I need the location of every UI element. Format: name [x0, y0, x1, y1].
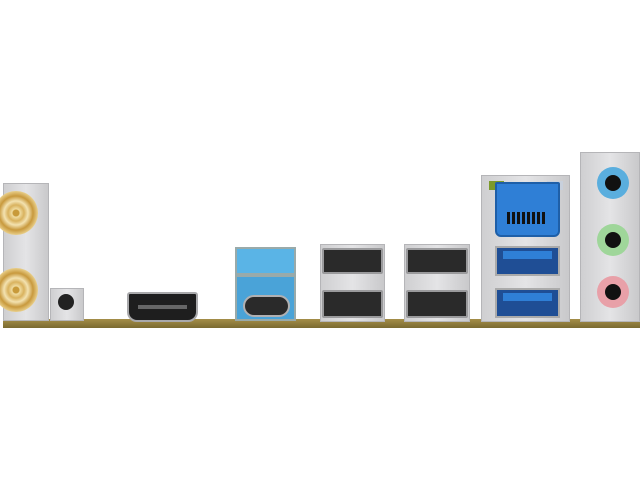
wifi-antenna-connector-2[interactable] — [0, 268, 38, 312]
usb3-port[interactable] — [495, 246, 560, 276]
wifi-antenna-connector-1[interactable] — [0, 191, 38, 235]
audio-line-in-jack[interactable] — [597, 167, 629, 199]
usb-a-port[interactable] — [406, 248, 468, 274]
bios-flashback-button[interactable] — [58, 294, 74, 310]
audio-mic-jack[interactable] — [597, 276, 629, 308]
usb-a-port[interactable] — [322, 290, 383, 318]
rj45-lan-port[interactable] — [495, 182, 560, 237]
usb3-port[interactable] — [495, 288, 560, 318]
rj45-contacts — [507, 212, 547, 224]
usb-a-port[interactable] — [406, 290, 468, 318]
board-strip — [3, 319, 640, 328]
usb-c-port[interactable] — [243, 295, 290, 317]
usb-a-blue-port[interactable] — [235, 247, 296, 275]
usb-a-port[interactable] — [322, 248, 383, 274]
audio-line-out-jack[interactable] — [597, 224, 629, 256]
hdmi-tongue — [138, 305, 187, 309]
